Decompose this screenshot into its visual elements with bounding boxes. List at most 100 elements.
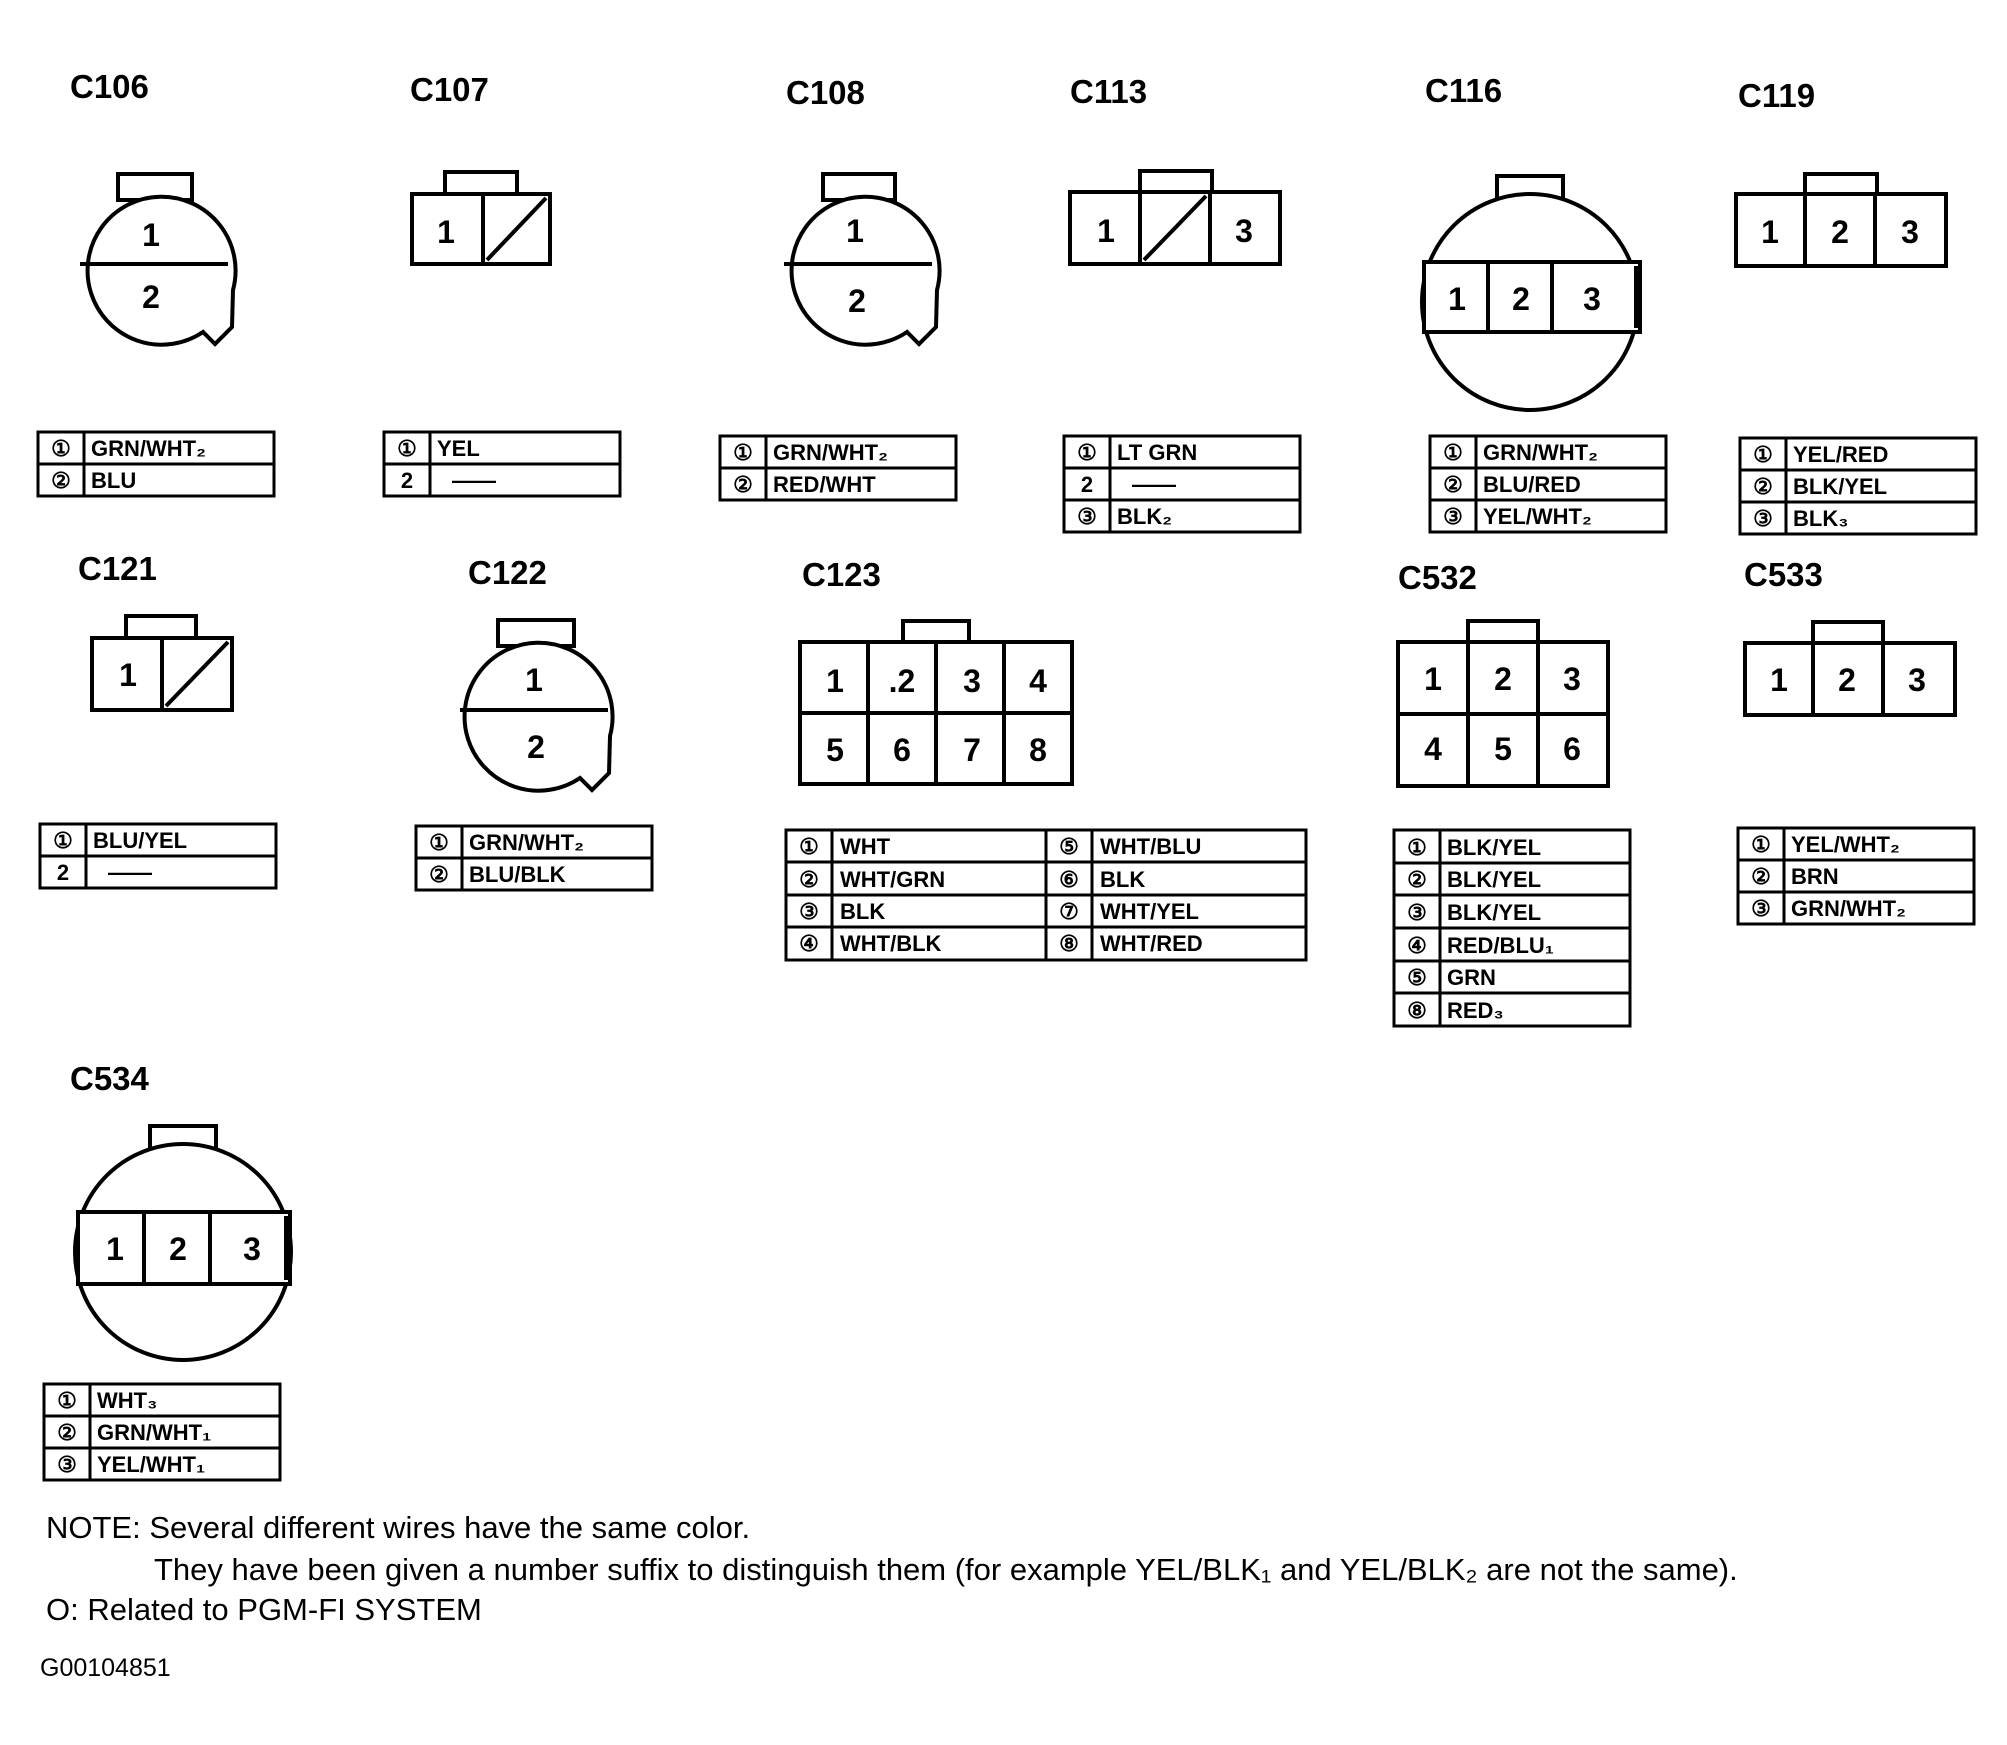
connector-c119-pin-2: 2 [1831,214,1849,250]
wire-color: BLK/YEL [1447,867,1541,892]
wire-pin-label: ① [1443,440,1463,465]
connector-c123-wire-table: ① WHT ② WHT/GRN ③ BLK ④ WHT/BLK ⑤ WHT/BL… [784,828,1308,962]
wire-color: GRN/WHT₂ [773,440,888,465]
wire-color: BLK₂ [1117,504,1172,529]
connector-c119: C119 1 2 3 ① YEL/RED ② BLK/YEL ③ BLK₃ [1734,77,1978,536]
wire-color: —— [1132,472,1176,497]
wire-color: —— [108,860,152,885]
connector-c107-pin-1: 1 [437,214,455,250]
connector-c108-pin-1: 1 [846,213,864,249]
connector-c123-pin-7: 7 [963,732,981,768]
connector-c106: C106 1 2 ① GRN/WHT₂ ② BLU [36,68,276,498]
wire-color: YEL [437,436,480,461]
connector-c122-pin-1: 1 [525,662,543,698]
wire-color: BLU/BLK [469,862,566,887]
connector-c119-pin-1: 1 [1761,214,1779,250]
wire-pin-label: ② [57,1420,77,1445]
wire-color: GRN/WHT₂ [1483,440,1598,465]
note-line-1: NOTE: Several different wires have the s… [46,1510,750,1545]
connector-c116-pin-1: 1 [1448,281,1466,317]
wire-pin-label: 2 [57,860,69,885]
wire-pin-label: ④ [799,931,819,956]
connector-c534: C534 1 2 3 ① WHT₃ ② GRN/WHT₁ ③ YEL/WHT₁ [42,1060,293,1482]
wire-pin-label: ⑦ [1059,899,1079,924]
connector-c106-pin-1: 1 [142,217,160,253]
wire-pin-label: 2 [1081,472,1093,497]
connector-c532-wire-table: ① BLK/YEL ② BLK/YEL ③ BLK/YEL ④ RED/BLU₁… [1392,828,1632,1028]
connector-c123-pin-4: 4 [1029,663,1047,699]
connector-c122-pin-2: 2 [527,729,545,765]
wire-pin-label: 2 [401,468,413,493]
note-line-3: O: Related to PGM-FI SYSTEM [46,1592,482,1627]
wire-color: GRN/WHT₁ [97,1420,211,1445]
connector-c108: C108 1 2 ① GRN/WHT₂ ② RED/WHT [718,74,958,502]
connector-c106-title: C106 [70,68,149,105]
connector-c108-face: 1 2 [784,172,942,347]
connector-c122: C122 1 2 ① GRN/WHT₂ ② BLU/BLK [414,554,654,892]
connector-c119-wire-table: ① YEL/RED ② BLK/YEL ③ BLK₃ [1738,436,1978,536]
wire-pin-label: ② [429,862,449,887]
notes: NOTE: Several different wires have the s… [40,1510,1738,1682]
connector-c107-title: C107 [410,71,489,108]
connector-c106-face: 1 2 [80,172,238,347]
wire-color: BLK [1100,867,1145,892]
connector-c113-title: C113 [1070,73,1147,110]
wire-color: WHT/BLU [1100,834,1201,859]
connector-c533: C533 1 2 3 ① YEL/WHT₂ ② BRN ③ GRN/WHT₂ [1736,556,1976,926]
connector-c533-pin-1: 1 [1770,662,1788,698]
wire-pin-label: ⑧ [1407,998,1427,1023]
wire-color: BLK [840,899,885,924]
connector-c532-pin-5: 5 [1494,731,1512,767]
wire-color: GRN/WHT₂ [469,830,584,855]
wire-pin-label: ① [53,828,73,853]
wire-pin-label: ③ [1751,896,1771,921]
wire-color: GRN/WHT₂ [91,436,206,461]
connector-c123-pin-3: 3 [963,663,981,699]
note-line-2: They have been given a number suffix to … [154,1552,1738,1587]
figure-code: G00104851 [40,1654,171,1682]
wire-pin-label: ② [51,468,71,493]
connector-c534-face: 1 2 3 [73,1124,293,1362]
wire-color: BLU/YEL [93,828,187,853]
wire-color: BRN [1791,864,1839,889]
connector-c116-pin-2: 2 [1512,281,1530,317]
wire-pin-label: ⑤ [1407,965,1427,990]
connector-c532-pin-2: 2 [1494,661,1512,697]
wire-color: LT GRN [1117,440,1197,465]
wire-color: WHT/RED [1100,931,1203,956]
wire-color: GRN/WHT₂ [1791,896,1906,921]
connector-c533-title: C533 [1744,556,1823,593]
wire-color: WHT/YEL [1100,899,1199,924]
connector-c107-face: 1 [410,170,552,266]
connector-c113-pin-3: 3 [1235,213,1253,249]
connector-c119-pin-3: 3 [1901,214,1919,250]
wire-color: BLU [91,468,136,493]
wire-pin-label: ④ [1407,933,1427,958]
wire-color: GRN [1447,965,1496,990]
connector-c123-pin-8: 8 [1029,732,1047,768]
wire-pin-label: ③ [1443,504,1463,529]
wire-pin-label: ① [51,436,71,461]
wire-pin-label: ① [1077,440,1097,465]
connector-c533-wire-table: ① YEL/WHT₂ ② BRN ③ GRN/WHT₂ [1736,826,1976,926]
connector-c121-face: 1 [90,614,234,712]
wire-pin-label: ② [733,472,753,497]
connector-c534-pin-3: 3 [243,1231,261,1267]
connector-c106-wire-table: ① GRN/WHT₂ ② BLU [36,430,276,498]
wire-pin-label: ① [1751,832,1771,857]
connector-c532-title: C532 [1398,559,1477,596]
wire-color: WHT/BLK [840,931,942,956]
connector-c123-title: C123 [802,556,881,593]
connector-c534-wire-table: ① WHT₃ ② GRN/WHT₁ ③ YEL/WHT₁ [42,1382,282,1482]
wire-pin-label: ① [1407,835,1427,860]
connector-c532-pin-1: 1 [1424,661,1442,697]
wire-pin-label: ② [1407,867,1427,892]
connector-c532-pin-4: 4 [1424,731,1442,767]
wire-color: BLK/YEL [1793,474,1887,499]
connector-c532-pin-6: 6 [1563,731,1581,767]
wire-color: BLK₃ [1793,506,1848,531]
wire-color: YEL/WHT₂ [1483,504,1592,529]
connector-c532-face: 1 2 3 4 5 6 [1396,619,1610,788]
wire-pin-label: ① [799,834,819,859]
wire-pin-label: ③ [1077,504,1097,529]
